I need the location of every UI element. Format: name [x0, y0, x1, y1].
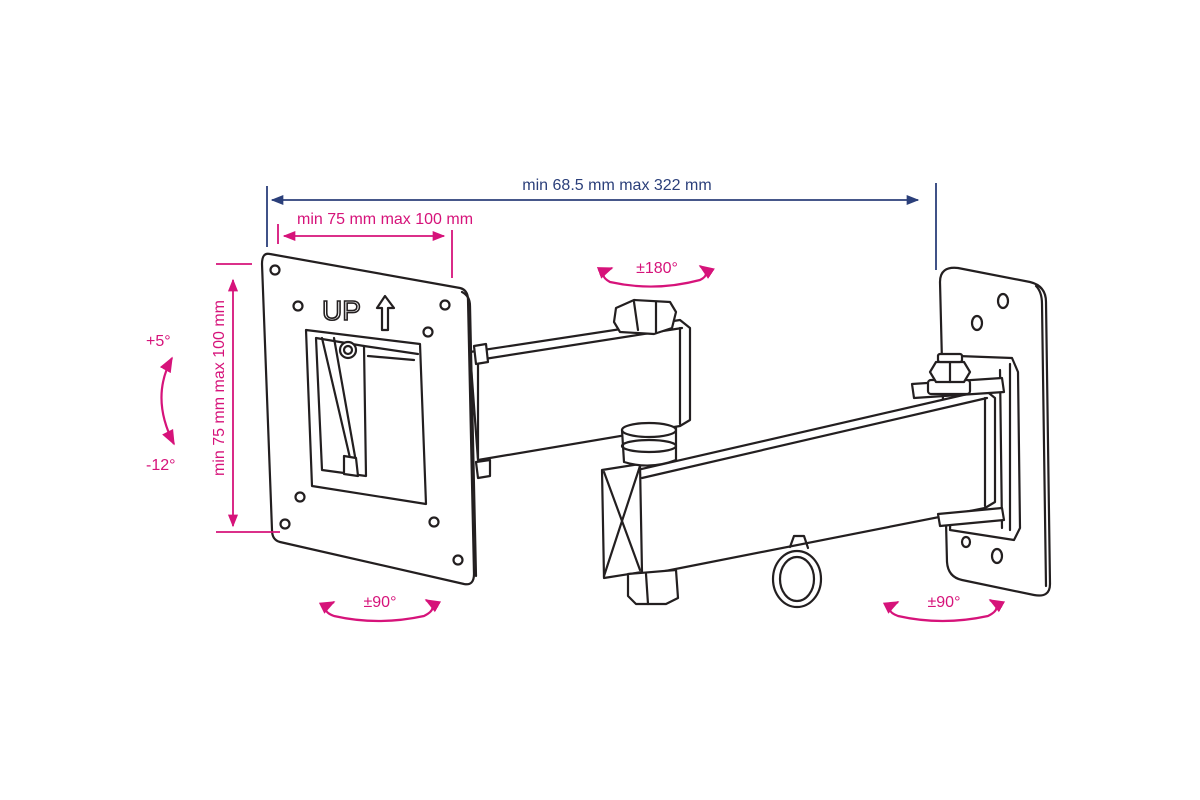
total-reach-label: min 68.5 mm max 322 mm [522, 177, 711, 194]
total-reach-dimension: min 68.5 mm max 322 mm [266, 177, 937, 270]
wall-plate-hole [998, 294, 1008, 308]
wall-plate-hole [962, 537, 970, 547]
tilt-down-label: -12° [146, 457, 176, 474]
wall-plate-hole [972, 316, 982, 330]
wall-plate-hole [992, 549, 1002, 563]
plate-hole [296, 493, 305, 502]
wall-rotation-arrow-icon [882, 599, 1006, 623]
arm-swivel-indicator: ±180° [596, 260, 715, 288]
arm-swivel-label: ±180° [636, 260, 678, 277]
cable-clip [773, 536, 821, 607]
top-nut [614, 300, 676, 334]
up-arrow-icon [377, 296, 394, 330]
plate-hole [271, 266, 280, 275]
up-marking: UP [322, 295, 361, 326]
plate-hole [281, 520, 290, 529]
plate-hole [424, 328, 433, 337]
vesa-horizontal-label: min 75 mm max 100 mm [297, 211, 473, 228]
wall-bolt [928, 354, 970, 394]
plate-hole [441, 301, 450, 310]
plate-hole [454, 556, 463, 565]
tilt-arrow-icon [159, 356, 175, 446]
swivel-arrow-icon [596, 265, 715, 288]
plate-rotation-label: ±90° [364, 594, 397, 611]
vesa-vertical-label: min 75 mm max 100 mm [211, 300, 228, 476]
wall-rotation-indicator: ±90° [882, 594, 1006, 623]
outer-arm [470, 320, 690, 466]
plate-hole [294, 302, 303, 311]
plate-rotation-indicator: ±90° [318, 594, 442, 623]
plate-rotation-arrow-icon [318, 599, 442, 623]
bottom-nut [628, 570, 678, 604]
monitor-plate [262, 254, 490, 585]
wall-rotation-label: ±90° [928, 594, 961, 611]
tilt-up-label: +5° [146, 333, 171, 350]
tilt-indicator: +5° -12° [146, 333, 176, 474]
vesa-vertical-dimension: min 75 mm max 100 mm [211, 263, 280, 533]
plate-hole [430, 518, 439, 527]
vesa-horizontal-dimension: min 75 mm max 100 mm [277, 211, 473, 278]
